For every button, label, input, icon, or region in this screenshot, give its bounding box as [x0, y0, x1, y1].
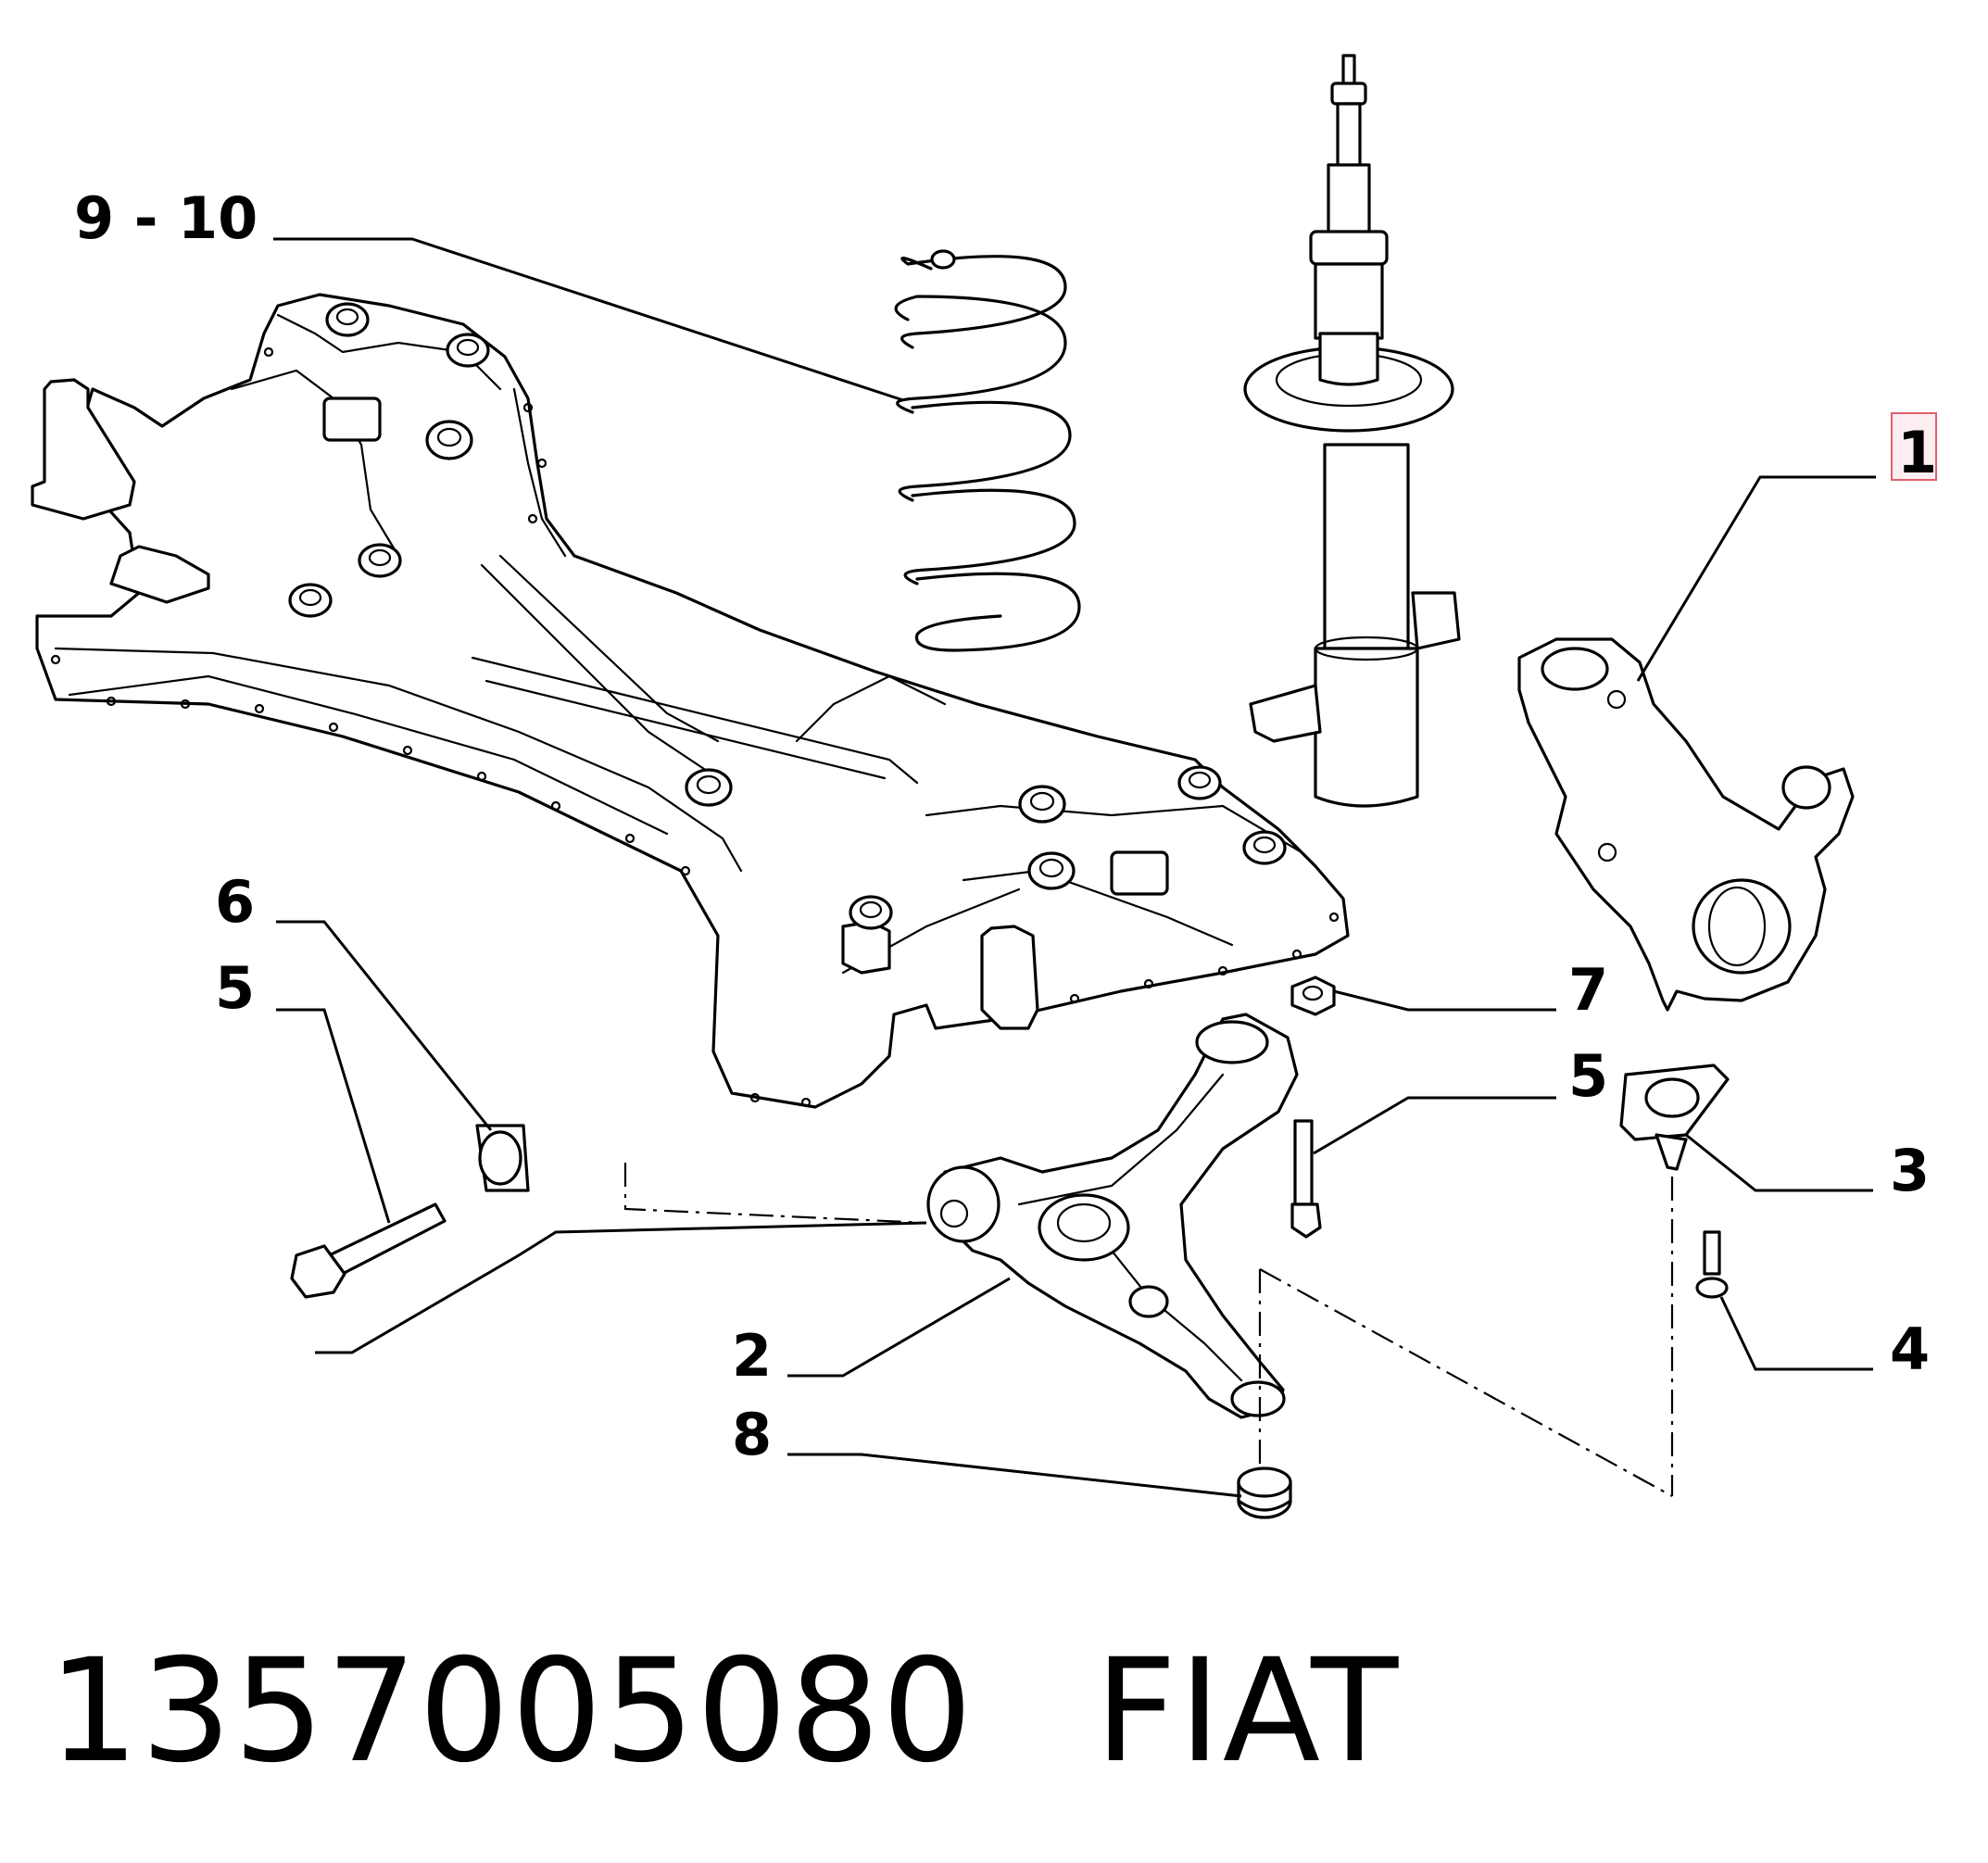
brand-name: FIAT [1094, 1628, 1401, 1794]
callout-2: 2 [732, 1322, 772, 1390]
callout-4: 4 [1890, 1315, 1930, 1383]
callout-3: 3 [1890, 1137, 1930, 1204]
shock-absorber [1243, 54, 1461, 808]
callout-6: 6 [215, 868, 255, 936]
exploded-parts-diagram: 9 - 10 1 6 5 7 5 3 4 2 8 [31, 54, 1937, 1519]
part-caption: 1357005080 FIAT [48, 1629, 1400, 1794]
lower-control-arm [926, 1013, 1299, 1419]
callout-7: 7 [1568, 956, 1608, 1024]
steering-knuckle [1517, 637, 1855, 1012]
bushing-6 [475, 1124, 530, 1192]
callout-1-highlight [1891, 412, 1937, 481]
callout-5-right: 5 [1568, 1042, 1608, 1110]
coil-spring [894, 249, 1081, 652]
callout-1: 1 [1897, 419, 1937, 486]
part-number: 1357005080 [48, 1628, 975, 1794]
subframe-rim-holes [50, 346, 1340, 1108]
subframe-bosses [288, 302, 1287, 930]
ball-joint-3 [1619, 1064, 1730, 1171]
callout-8: 8 [732, 1401, 772, 1468]
bolt-4 [1695, 1230, 1729, 1299]
callout-labels: 9 - 10 1 6 5 7 5 3 4 2 8 [74, 184, 1937, 1468]
subframe-crossmember [31, 293, 1350, 1109]
nut-7 [1290, 976, 1336, 1016]
leader-lines [273, 237, 1876, 1498]
alignment-lines [623, 1163, 1674, 1497]
callout-9-10: 9 - 10 [74, 184, 258, 252]
bushing-8 [1237, 1466, 1292, 1519]
callout-5-left: 5 [215, 954, 255, 1022]
bolt-5-right [1290, 1119, 1322, 1239]
bolt-5-left [290, 1202, 447, 1299]
